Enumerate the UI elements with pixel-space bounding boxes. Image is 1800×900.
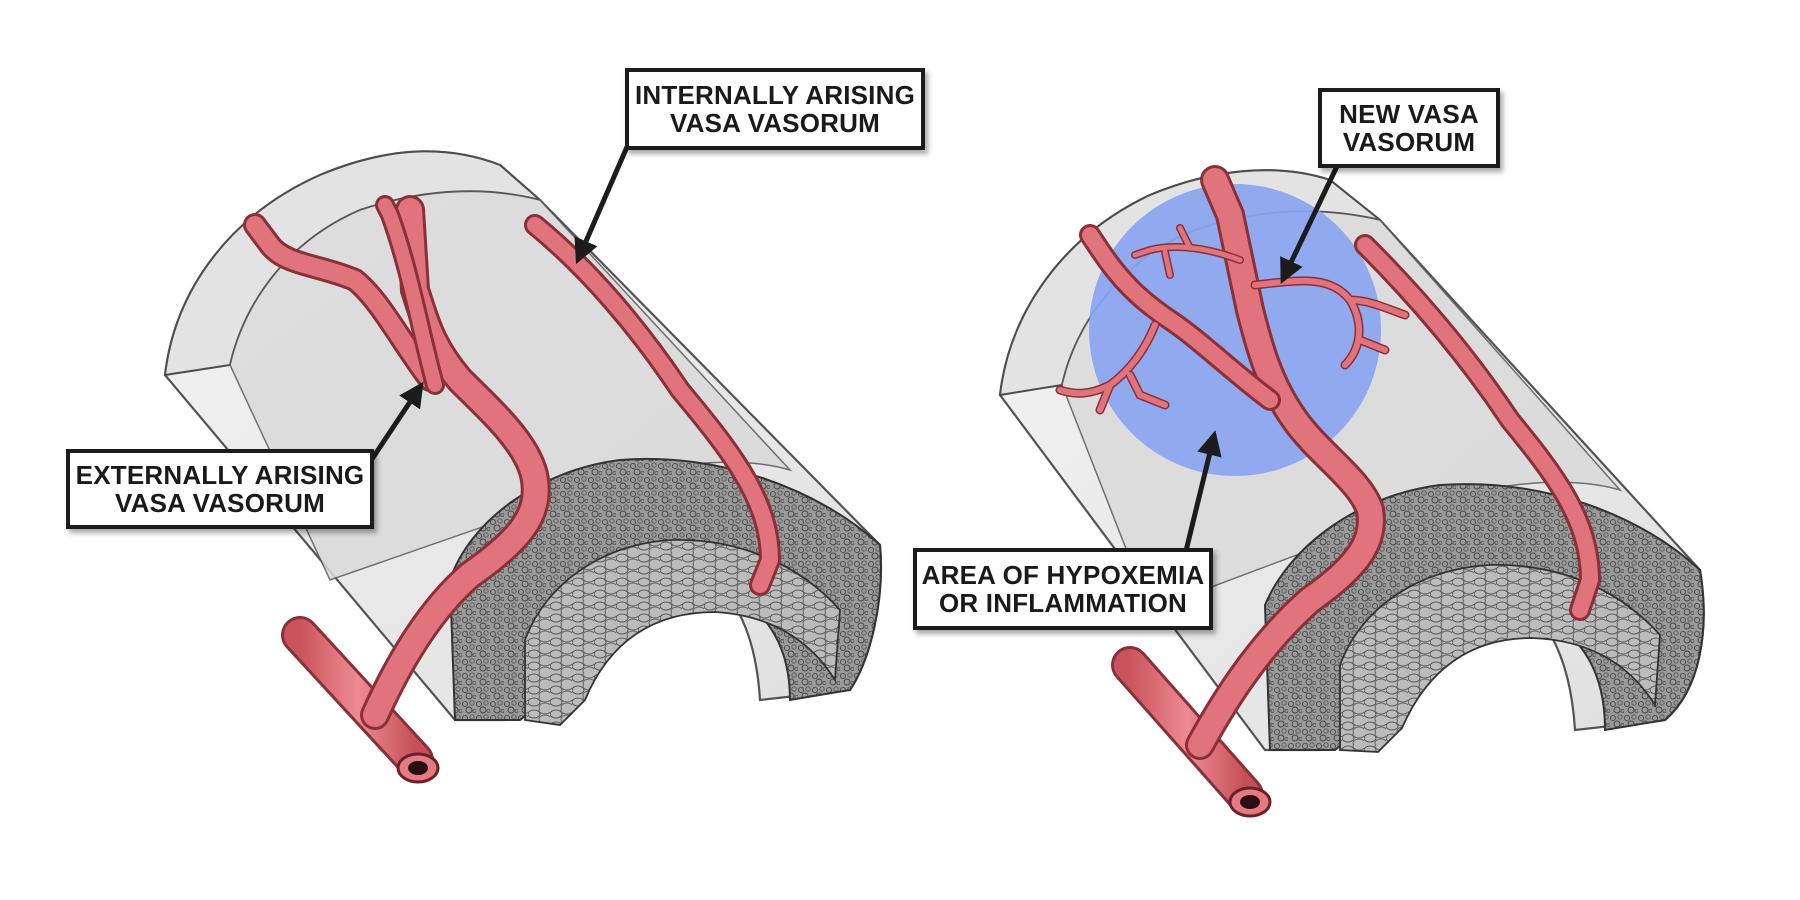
label-new-vasa-vasorum: NEW VASA VASORUM [1318, 88, 1500, 168]
callout-arrows [365, 137, 1343, 558]
label-hypoxemia-inflammation: AREA OF HYPOXEMIA OR INFLAMMATION [913, 548, 1213, 630]
label-new-vasa-line1: NEW VASA [1339, 99, 1479, 129]
right-internal-vasa-vasorum [1354, 234, 1602, 621]
left-internal-vasa-vasorum [524, 214, 782, 596]
label-externally-arising: EXTERNALLY ARISING VASA VASORUM [66, 449, 374, 529]
right-external-vasa-vasorum [1079, 165, 1386, 818]
new-vasa-vasorum-branches [1055, 224, 1410, 415]
arrow-internally-arising [574, 137, 633, 265]
label-new-vasa-line2: VASORUM [1342, 127, 1476, 157]
label-externally-arising-line1: EXTERNALLY ARISING [75, 460, 365, 490]
arrow-new-vasa [1280, 157, 1343, 285]
left-external-vasa-vasorum [243, 195, 551, 784]
label-internally-arising-line2: VASA VASORUM [670, 108, 880, 138]
right-artery-segment [998, 165, 1705, 818]
label-hypoxemia-line1: AREA OF HYPOXEMIA [921, 560, 1205, 590]
label-externally-arising-line2: VASA VASORUM [115, 488, 325, 518]
label-internally-arising-line1: INTERNALLY ARISING [634, 80, 915, 110]
label-internally-arising: INTERNALLY ARISING VASA VASORUM [625, 68, 925, 150]
arrow-hypoxemia [1182, 430, 1222, 558]
label-hypoxemia-line2: OR INFLAMMATION [938, 588, 1188, 618]
arrow-externally-arising [365, 381, 424, 468]
